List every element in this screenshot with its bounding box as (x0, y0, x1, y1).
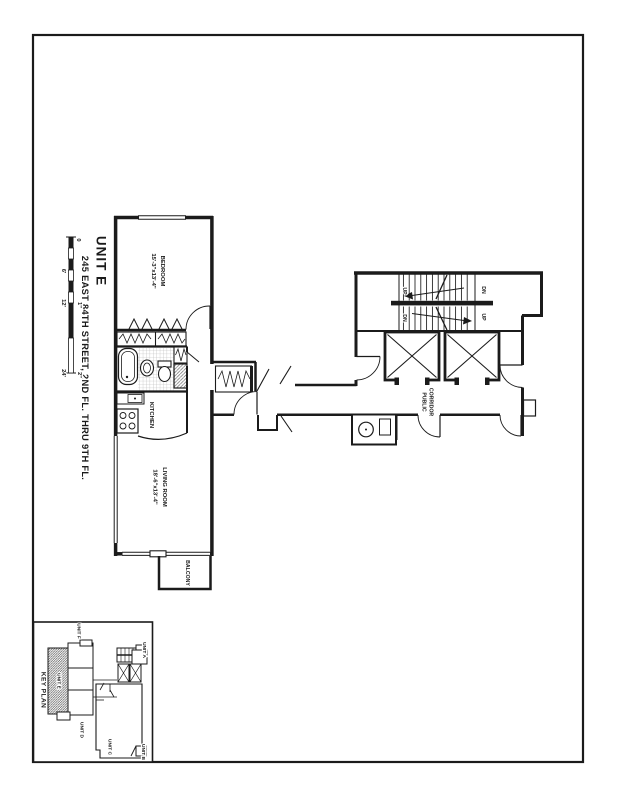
bifold-doors-icon (127, 317, 184, 332)
kitchen: KITCHEN (116, 392, 188, 440)
elevator-2 (443, 330, 501, 385)
key-plan-label-unit-f: UNIT F (76, 623, 82, 639)
stair-arrow-dn (411, 313, 465, 321)
closet-hangers-icon (157, 333, 186, 344)
stove-fixture (116, 408, 139, 434)
duct-shaft (173, 363, 188, 389)
corridor-niche (257, 415, 278, 431)
scale-label-24ft: 24' (60, 369, 66, 377)
living-room: LIVING ROOM 18'-6"x13'-4" (150, 466, 168, 508)
kitchen-sink-fixture (127, 394, 143, 403)
stair-landing-rail (391, 300, 493, 306)
east-lower-door-arc (499, 414, 522, 437)
stair-door-arc (356, 356, 381, 381)
stair-label-up-left: UP (401, 287, 407, 295)
entry-closet (214, 365, 253, 393)
stair-arrow-up (411, 287, 465, 296)
key-plan-building (47, 639, 148, 759)
hall-door-leaf (256, 368, 270, 392)
elevators (383, 330, 501, 385)
corridor-door-leaf (279, 365, 292, 385)
stair-label-up-right: UP (480, 313, 486, 321)
entry-vestibule (212, 360, 270, 393)
kitchen-label: KITCHEN (148, 402, 154, 428)
bath-door-leaf (186, 351, 200, 363)
scale-label-12ft: 12' (60, 299, 66, 307)
elevator-1 (383, 330, 441, 385)
unit-plan: BEDROOM 15'-3"x13'-4" (113, 215, 270, 591)
stair-core: UP DN DN UP (354, 271, 543, 436)
scale-label-1in: 1" (76, 302, 82, 308)
plan-address: 245 EAST 84TH STREET, 2ND FL. THRU 9TH F… (80, 256, 90, 480)
closet-hangers-icon (118, 333, 152, 344)
bathroom (116, 345, 200, 393)
stair-treads-lower (402, 306, 468, 330)
living-room-label: LIVING ROOM (161, 467, 167, 507)
key-plan-label-unit-e: UNIT E (56, 673, 62, 690)
stair-label-dn-left: DN (401, 314, 407, 322)
scale-label-2in: 2" (76, 372, 82, 378)
bathtub-fixture (117, 347, 139, 386)
scale-label-6ft: 6' (60, 269, 66, 274)
south-door-arc (417, 414, 441, 438)
public-corridor-label-1: PUBLIC (421, 392, 427, 412)
key-plan-label-unit-c: UNIT C (107, 739, 113, 756)
unit-entry-door-arc (233, 391, 258, 415)
bedroom-label: BEDROOM (159, 256, 165, 287)
key-plan-label-unit-a: UNIT A (141, 642, 147, 658)
sink-fixture (139, 359, 155, 377)
toilet-fixture (157, 360, 172, 383)
stair-label-dn-right: DN (480, 286, 486, 294)
kitchen-counter-arc (137, 432, 188, 440)
scale-bar: 0 6' 12' 1" 24' 2" (59, 236, 83, 379)
key-plan-title: KEY PLAN (40, 672, 47, 708)
key-plan-label-unit-d: UNIT D (79, 722, 85, 739)
bedroom-door-arc (185, 305, 211, 330)
bedroom-dims: 15'-3"x13'-4" (150, 253, 156, 288)
title-block: UNIT E 245 EAST 84TH STREET, 2ND FL. THR… (80, 236, 109, 480)
plan-title: UNIT E (94, 236, 109, 286)
balcony: BALCONY (157, 556, 212, 591)
living-room-dims: 18'-6"x13'-4" (152, 469, 158, 504)
scale-label-0: 0 (75, 238, 81, 241)
bedroom-closet (116, 317, 187, 347)
key-plan-label-unit-b: UNIT B (140, 744, 146, 761)
wall-chase (522, 399, 537, 417)
public-corridor-label-2: CORRIDOR (428, 388, 434, 416)
balcony-door (149, 550, 167, 558)
service-room (351, 413, 397, 446)
niche-door-leaf (280, 415, 293, 433)
living-room-side-window (113, 436, 118, 543)
bedroom: BEDROOM 15'-3"x13'-4" (116, 252, 211, 332)
balcony-label: BALCONY (184, 560, 190, 586)
closet-hangers-icon (217, 369, 251, 388)
living-room-window (122, 551, 210, 556)
bedroom-window (138, 215, 186, 220)
key-plan: KEY PLAN (32, 621, 154, 763)
